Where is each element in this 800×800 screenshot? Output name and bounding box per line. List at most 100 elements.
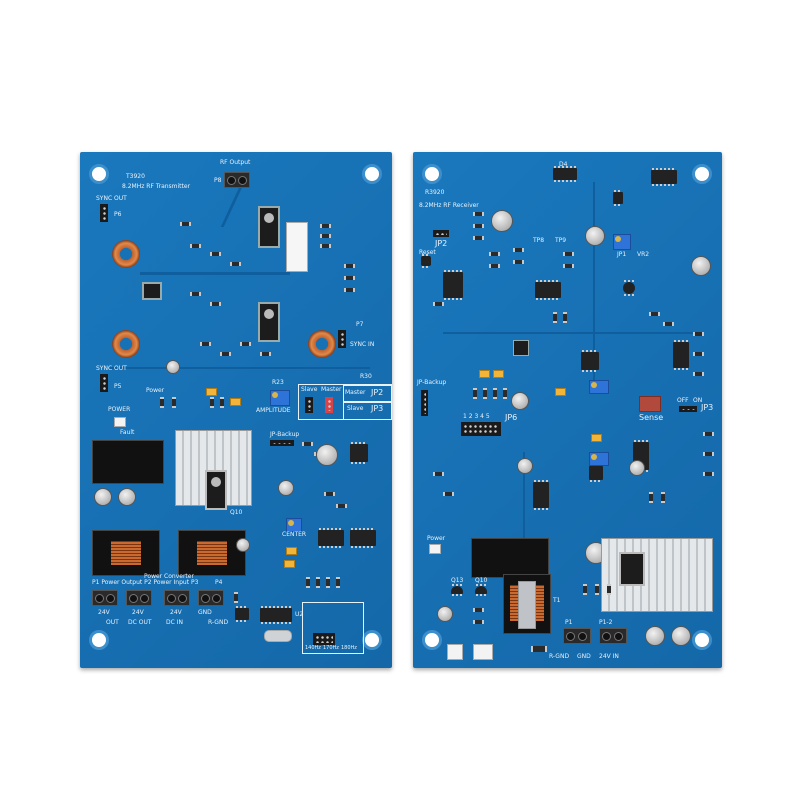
connector-white[interactable] [447,644,463,660]
capacitor-c2 [118,488,136,506]
power-led [114,417,126,427]
reset-button[interactable] [421,254,431,268]
amplitude-trimpot-r23[interactable] [270,390,290,406]
jumper-jp3[interactable] [305,397,313,413]
board-title: 8.2MHz RF Receiver [419,202,479,209]
capacitor [629,460,645,476]
frequency-jumper-header[interactable] [313,633,335,645]
mounting-hole [89,630,109,650]
sense-trimpot[interactable] [639,396,661,412]
capacitor-c62 [671,626,691,646]
transistor-q5 [142,282,162,300]
jp-backup-label: JP-Backup [270,431,300,438]
trimpot[interactable] [589,380,609,394]
regulator-q10 [205,470,227,510]
jp1-label: JP1 [617,251,627,258]
connector-white[interactable] [473,644,493,660]
tp8-label: TP8 [533,237,545,244]
transistor-q7 [258,302,280,342]
relay [92,440,164,484]
trimpot[interactable] [613,234,631,250]
jp6-label: JP6 [505,413,518,422]
terminal-p1[interactable] [563,628,591,644]
gnd-label: GND [577,653,591,660]
transistor [623,280,635,296]
ic-chip [651,168,677,186]
jumper-jp2[interactable] [433,230,449,237]
relay [471,538,549,578]
power-indicator-label: Power [146,387,165,394]
regulator [619,552,645,586]
model-label: R3920 [425,189,445,196]
jp3-label: JP3 [701,403,714,412]
jp-backup-header[interactable] [270,440,294,446]
terminal-p3[interactable] [164,590,190,606]
toroid-inductor-t4 [112,240,140,268]
terminal-p3-voltage: 24V [170,609,182,616]
amplitude-label: AMPLITUDE [256,407,291,414]
ic-chip-u2 [260,606,292,624]
master-label: Master [321,386,342,393]
capacitor-c3 [316,444,338,466]
jp2-label: JP2 [435,239,448,248]
ic-chip [581,350,599,372]
power-label: Power [427,535,446,542]
center-trimpot[interactable] [286,518,302,532]
r-gnd-label: R-GND [549,653,570,660]
terminal-p1[interactable] [92,590,118,606]
terminal-p1-2[interactable] [599,628,627,644]
p6-label: P6 [114,211,122,218]
sync-out-header-2[interactable] [100,374,108,392]
jumper-jp3[interactable] [679,406,697,412]
jumper-jp2[interactable] [325,397,333,413]
r30-label: R30 [360,373,372,380]
ic-chip [589,464,603,482]
terminal-p4-gnd: GND [198,609,212,616]
capacitor [517,458,533,474]
d4-label: D4 [559,161,568,168]
q10-label: Q10 [475,577,488,584]
power-led [429,544,441,554]
freq-170hz: 170Hz [323,645,339,651]
t1-label: T1 [553,597,561,604]
terminal-p1-label: OUT [106,619,119,626]
ic-chip [350,442,368,464]
rf-output-connector[interactable] [224,172,250,188]
jumper-setting-table: Slave Master Master JP2 Slave JP3 [298,384,392,420]
ic-chip [613,190,623,206]
sync-in-header[interactable] [338,330,346,348]
toroid-inductor-t2 [308,330,336,358]
crystal-y1 [264,630,292,642]
terminal-p4[interactable] [198,590,224,606]
mounting-hole [89,164,109,184]
sync-in-label: SYNC IN [350,341,375,348]
power-label: POWER [108,406,131,413]
ic-chip-u3 [235,606,249,622]
rf-output-label: RF Output [220,159,251,166]
ic-chip [673,340,689,370]
capacitor-c1 [94,488,112,506]
terminal-p2-voltage: 24V [132,609,144,616]
sync-out-header[interactable] [100,204,108,222]
terminal-p2[interactable] [126,590,152,606]
terminal-p4-rgnd: R-GND [208,619,229,626]
ic-chip [533,480,549,510]
reset-label: Reset [419,249,436,256]
mounting-hole [362,164,382,184]
transistor-q15 [513,340,529,356]
transformer-t1 [503,574,551,634]
row-jp3: JP3 [371,404,384,413]
p4-label: P4 [215,579,223,586]
capacitor-c78 [491,210,513,232]
jumper-jp6[interactable] [461,422,501,436]
inductor-t5 [92,530,160,576]
r23-label: R23 [272,379,284,386]
trimpot[interactable] [589,452,609,466]
mounting-hole [692,164,712,184]
jp-backup-header[interactable] [421,390,428,416]
capacitor [691,256,711,276]
terminal-p3-label: DC IN [166,619,183,626]
slave-label: Slave [301,386,318,393]
vr2-label: VR2 [637,251,650,258]
fault-label: Fault [120,429,135,436]
